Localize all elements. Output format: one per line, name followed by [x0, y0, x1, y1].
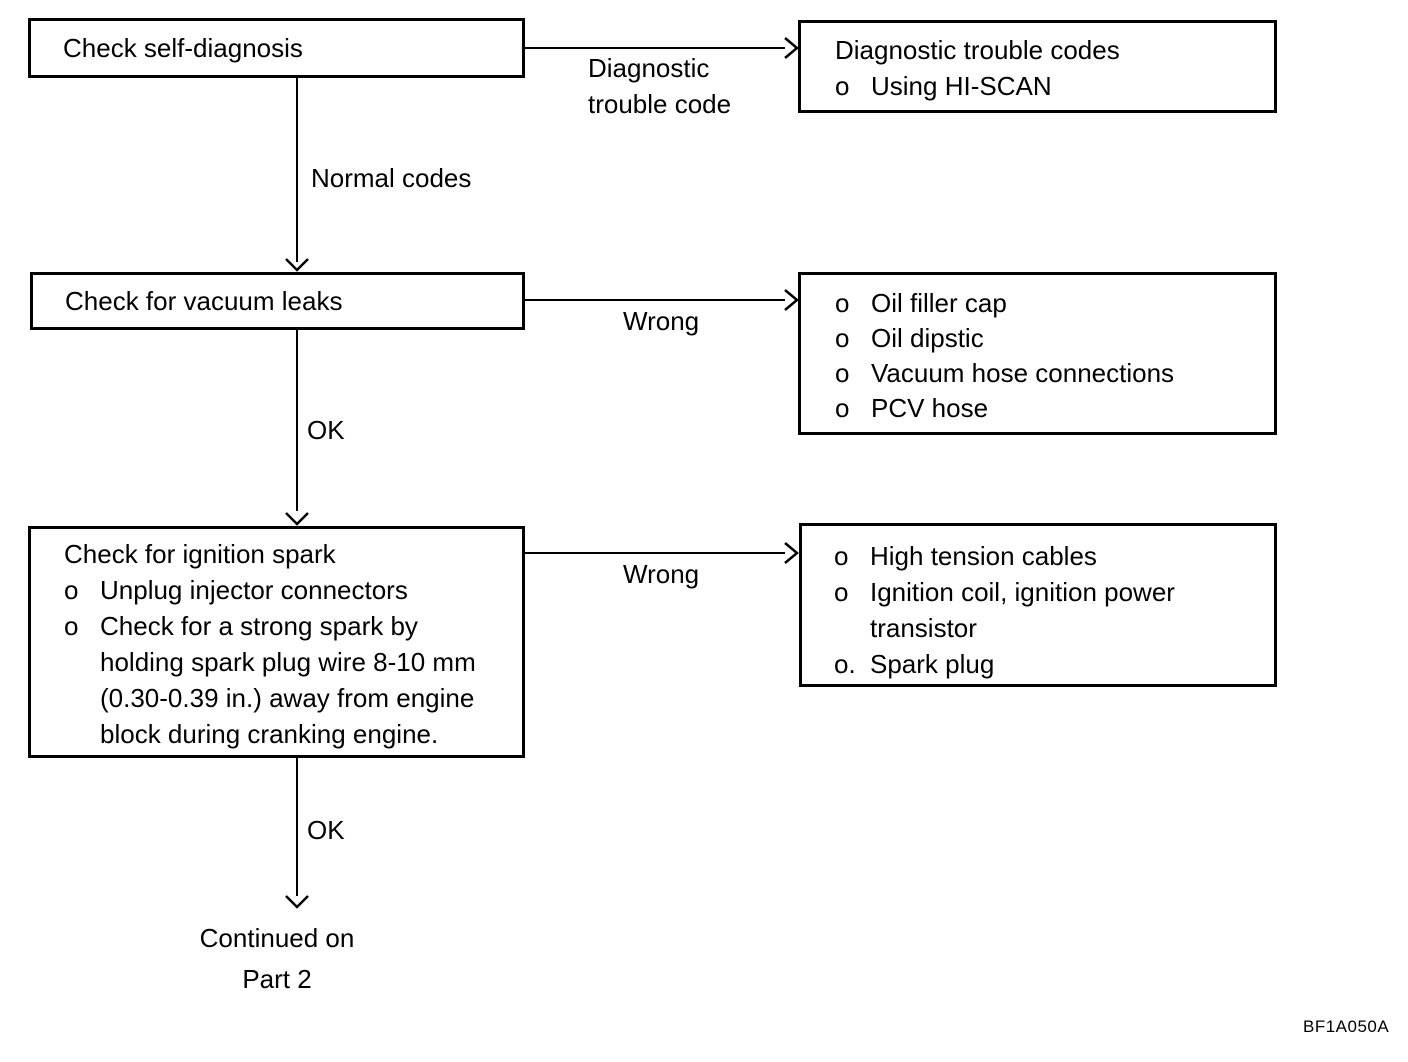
bullet-text: Vacuum hose connections	[871, 358, 1175, 388]
edge-label-line: trouble code	[588, 89, 732, 119]
figure-code: BF1A050A	[1303, 1017, 1390, 1036]
bullet-item: o Check for a strong spark by holding sp…	[64, 608, 504, 752]
bullet-item: o Ignition coil, ignition power transist…	[834, 574, 1250, 646]
arrow-right-icon	[784, 37, 799, 59]
edge-label-normal-codes: Normal codes	[311, 163, 472, 193]
bullet-marker: o	[835, 393, 850, 423]
edge-label-wrong-2: Wrong	[623, 559, 700, 589]
bullet-item: o PCV hose	[835, 391, 1254, 426]
terminal-continued-on-part2: Continued on Part 2	[157, 918, 397, 1000]
bullet-item: o Vacuum hose connections	[835, 356, 1254, 391]
bullet-marker: o	[64, 611, 79, 641]
bullet-item: o Using HI-SCAN	[835, 68, 1254, 104]
node-vacuum-leak-causes: o Oil filler cap o Oil dipstic o Vacuum …	[798, 272, 1277, 435]
bullet-text: High tension cables	[870, 541, 1097, 571]
arrow-down-icon	[285, 258, 309, 272]
edge-label-diagnostic-trouble-code: Diagnostic trouble code	[588, 50, 731, 122]
bullet-text: Check for a strong spark by holding spar…	[100, 611, 476, 749]
bullet-marker: o	[64, 575, 79, 605]
bullet-text: Using HI-SCAN	[871, 71, 1052, 101]
bullet-text: Oil filler cap	[871, 288, 1007, 318]
bullet-marker: o.	[834, 649, 856, 679]
bullet-item: o Unplug injector connectors	[64, 572, 504, 608]
bullet-text: Ignition coil, ignition power transistor	[870, 577, 1175, 643]
edge-label-line: Diagnostic	[588, 53, 710, 83]
arrow-down-icon	[285, 895, 309, 909]
terminal-line: Continued on	[199, 923, 355, 953]
edge-label-wrong-1: Wrong	[623, 306, 700, 336]
node-check-self-diagnosis: Check self-diagnosis	[28, 18, 525, 78]
node-title: Check self-diagnosis	[63, 33, 303, 63]
bullet-text: Spark plug	[870, 649, 995, 679]
node-title: Check for ignition spark	[64, 539, 336, 569]
bullet-marker: o	[835, 358, 850, 388]
bullet-item: o Oil dipstic	[835, 321, 1254, 356]
edge-label-ok-2: OK	[307, 815, 345, 845]
node-check-vacuum-leaks: Check for vacuum leaks	[30, 272, 525, 330]
bullet-marker: o	[834, 541, 849, 571]
bullet-text: Unplug injector connectors	[100, 575, 408, 605]
bullet-text: Oil dipstic	[871, 323, 984, 353]
bullet-item: o. Spark plug	[834, 646, 1250, 682]
connector-vacuum-leaks-to-ignition-spark	[296, 330, 298, 511]
connector-ignition-spark-to-causes	[525, 552, 785, 554]
bullet-marker: o	[835, 288, 850, 318]
bullet-text: PCV hose	[871, 393, 989, 423]
terminal-line: Part 2	[242, 964, 312, 994]
node-title: Check for vacuum leaks	[65, 286, 343, 316]
edge-label-ok-1: OK	[307, 415, 345, 445]
node-diagnostic-trouble-codes: Diagnostic trouble codes o Using HI-SCAN	[798, 20, 1277, 113]
bullet-item: o High tension cables	[834, 538, 1250, 574]
bullet-marker: o	[835, 71, 850, 101]
bullet-marker: o	[834, 577, 849, 607]
node-title: Diagnostic trouble codes	[835, 35, 1120, 65]
arrow-down-icon	[285, 512, 309, 526]
node-check-ignition-spark: Check for ignition spark o Unplug inject…	[28, 526, 525, 758]
connector-self-diagnosis-to-vacuum-leaks	[296, 78, 298, 262]
bullet-marker: o	[835, 323, 850, 353]
node-ignition-spark-causes: o High tension cables o Ignition coil, i…	[799, 523, 1277, 687]
arrow-right-icon	[784, 542, 799, 564]
bullet-item: o Oil filler cap	[835, 286, 1254, 321]
connector-vacuum-leaks-to-causes	[525, 299, 785, 301]
connector-self-diagnosis-to-trouble-codes	[525, 47, 785, 49]
connector-ignition-spark-to-continued	[296, 758, 298, 896]
arrow-right-icon	[784, 289, 799, 311]
